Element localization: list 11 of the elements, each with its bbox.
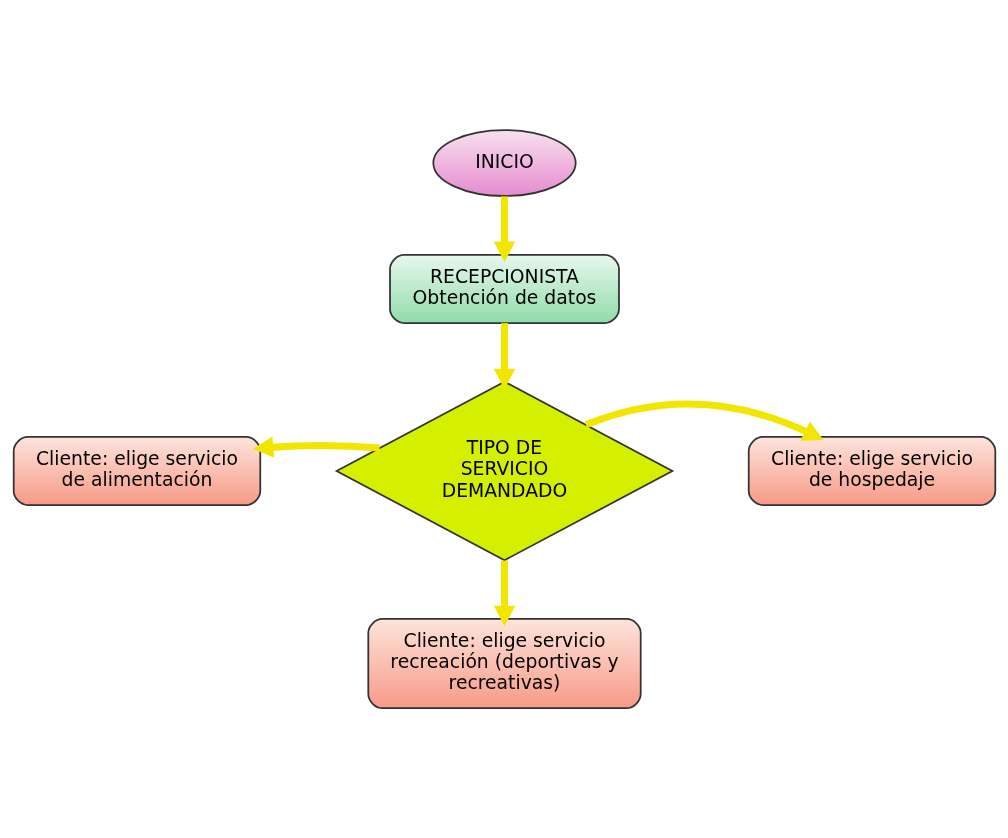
arrow bbox=[584, 400, 823, 441]
node-box: Cliente: elige servicio de hospedaje bbox=[747, 436, 996, 506]
arrow bbox=[493, 196, 515, 263]
arrow bbox=[493, 323, 515, 390]
node-box: Cliente: elige servicio de alimentación bbox=[12, 436, 261, 506]
arrow bbox=[252, 436, 380, 458]
arrow bbox=[493, 560, 515, 627]
node-box: RECEPCIONISTA Obtención de datos bbox=[388, 254, 620, 324]
node-box: Cliente: elige servicio recreación (deportivas y recreativas) bbox=[366, 618, 642, 710]
node-ellipse: INICIO bbox=[431, 129, 577, 197]
node-diamond: TIPO DE SERVICIO DEMANDADO bbox=[334, 380, 674, 562]
